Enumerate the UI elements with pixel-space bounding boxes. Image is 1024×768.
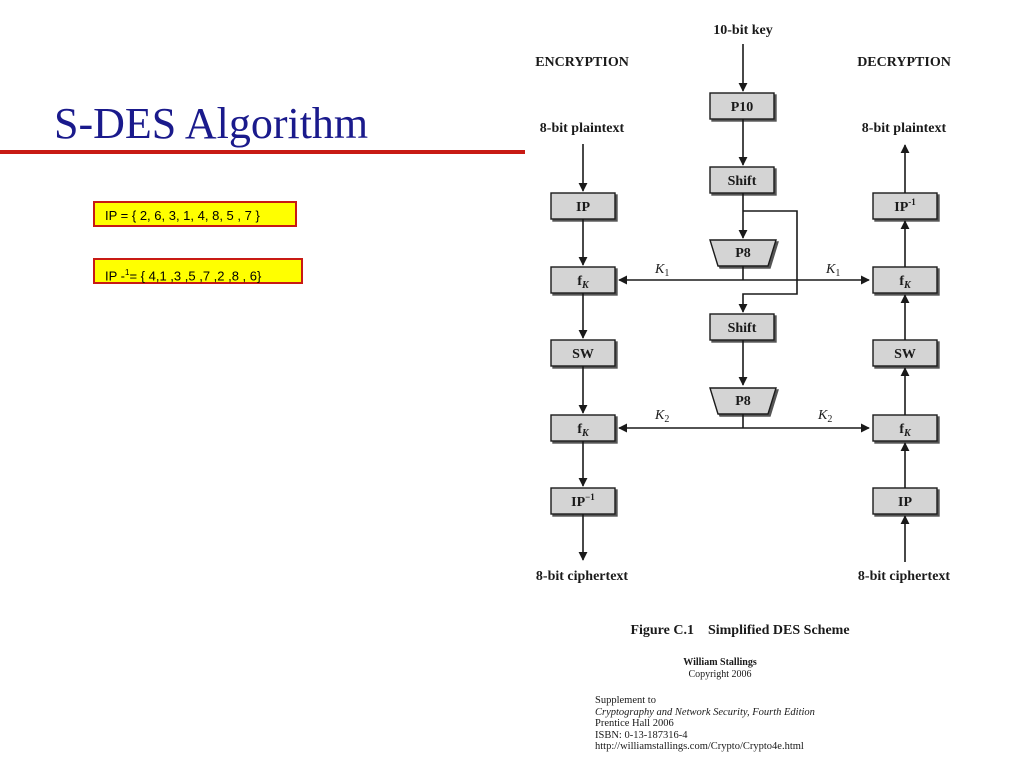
dec-ip-label: IP <box>898 495 912 510</box>
p8-2-label: P8 <box>735 394 751 409</box>
ip-inverse-prefix: IP - <box>105 268 125 284</box>
decryption-heading: DECRYPTION <box>857 55 951 70</box>
ip-inverse-values: = { 4,1 ,3 ,5 ,7 ,2 ,8 , 6} <box>129 268 262 284</box>
supplement-block: Supplement to Cryptography and Network S… <box>595 695 815 753</box>
supplement-isbn: ISBN: 0-13-187316-4 <box>595 729 688 741</box>
dec-ciphertext-label: 8-bit ciphertext <box>858 569 950 584</box>
k1-enc-label: K1 <box>654 262 669 279</box>
dec-ip-box <box>872 487 938 515</box>
enc-fk2-label: fK <box>577 422 590 439</box>
ip-permutation-box: IP = { 2, 6, 3, 1, 4, 8, 5 , 7 } <box>93 201 297 227</box>
dec-fk1-label: fK <box>899 274 912 291</box>
p8-1-label: P8 <box>735 246 751 261</box>
dec-ipinv-label: IP-1 <box>894 197 916 215</box>
enc-fk2-box <box>550 414 616 442</box>
shift-bypass-arrow <box>738 210 798 313</box>
dec-fk1-box <box>872 266 938 294</box>
figure-caption: Figure C.1 Simplified DES Scheme <box>630 623 849 638</box>
title-underline <box>0 150 525 154</box>
dec-plaintext-label: 8-bit plaintext <box>862 121 947 136</box>
p10-box <box>709 92 775 120</box>
key-label: 10-bit key <box>713 23 773 38</box>
supplement-url: http://williamstallings.com/Crypto/Crypt… <box>595 741 804 752</box>
credit-copyright: Copyright 2006 <box>688 669 752 680</box>
enc-ip-box <box>550 192 616 220</box>
enc-fk1-label: fK <box>577 274 590 291</box>
enc-fk1-box <box>550 266 616 294</box>
encryption-heading: ENCRYPTION <box>535 55 629 70</box>
ip-inverse-permutation-box: IP -1= { 4,1 ,3 ,5 ,7 ,2 ,8 , 6} <box>93 258 303 284</box>
enc-ip-label: IP <box>576 200 590 215</box>
dec-fk2-box <box>872 414 938 442</box>
credit-author: William Stallings <box>683 657 757 668</box>
ip-permutation-text: IP = { 2, 6, 3, 1, 4, 8, 5 , 7 } <box>105 208 260 223</box>
shift2-label: Shift <box>728 321 757 336</box>
enc-ciphertext-label: 8-bit ciphertext <box>536 569 628 584</box>
ip-inverse-superscript: 1 <box>125 268 130 277</box>
enc-plaintext-label: 8-bit plaintext <box>540 121 625 136</box>
supplement-book-title: Cryptography and Network Security, Fourt… <box>595 706 815 718</box>
shift2-box <box>709 313 775 341</box>
p8-2-box <box>709 387 777 415</box>
supplement-line: Supplement to <box>595 695 656 706</box>
dec-fk2-label: fK <box>899 422 912 439</box>
k2-dec-label: K2 <box>817 408 832 425</box>
p10-label: P10 <box>731 100 754 115</box>
dec-sw-label: SW <box>894 347 916 362</box>
k1-dec-label: K1 <box>825 262 840 279</box>
slide-title: S-DES Algorithm <box>54 99 369 148</box>
dec-ipinv-box <box>872 192 938 220</box>
shift1-box <box>709 166 775 194</box>
k2-enc-label: K2 <box>654 408 669 425</box>
enc-ipinv-label: IP−1 <box>571 492 595 510</box>
p8-1-box <box>709 239 777 267</box>
enc-sw-label: SW <box>572 347 594 362</box>
supplement-publisher: Prentice Hall 2006 <box>595 718 674 729</box>
shift1-label: Shift <box>728 174 757 189</box>
dec-sw-box <box>872 339 938 367</box>
